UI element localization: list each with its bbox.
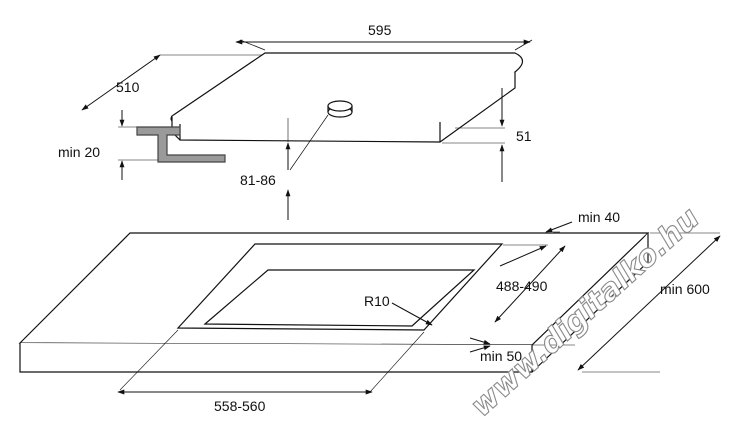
cutout-outer bbox=[176, 243, 504, 331]
cutout-opening bbox=[203, 269, 476, 327]
label-hob-width: 595 bbox=[368, 22, 392, 38]
label-cutout-width: 558-560 bbox=[214, 398, 266, 414]
label-rear-clearance: min 40 bbox=[578, 209, 620, 225]
label-cutout-depth: 488-490 bbox=[496, 278, 548, 294]
control-knob bbox=[327, 100, 353, 118]
label-worktop-depth: min 600 bbox=[660, 281, 710, 297]
worktop-drawing bbox=[18, 232, 650, 373]
worktop-dimensions bbox=[117, 221, 721, 395]
label-hob-depth: 510 bbox=[116, 79, 140, 95]
label-clearance-below: 81-86 bbox=[240, 172, 276, 188]
hob-dimensions bbox=[81, 39, 533, 220]
label-corner-radius: R10 bbox=[364, 293, 390, 309]
label-worktop-clearance: min 20 bbox=[58, 144, 100, 160]
mounting-bracket bbox=[136, 126, 226, 163]
worktop-front bbox=[19, 343, 533, 373]
hob-drawing bbox=[136, 52, 524, 163]
label-hob-height: 51 bbox=[516, 128, 532, 144]
label-front-clearance: min 50 bbox=[480, 348, 522, 364]
